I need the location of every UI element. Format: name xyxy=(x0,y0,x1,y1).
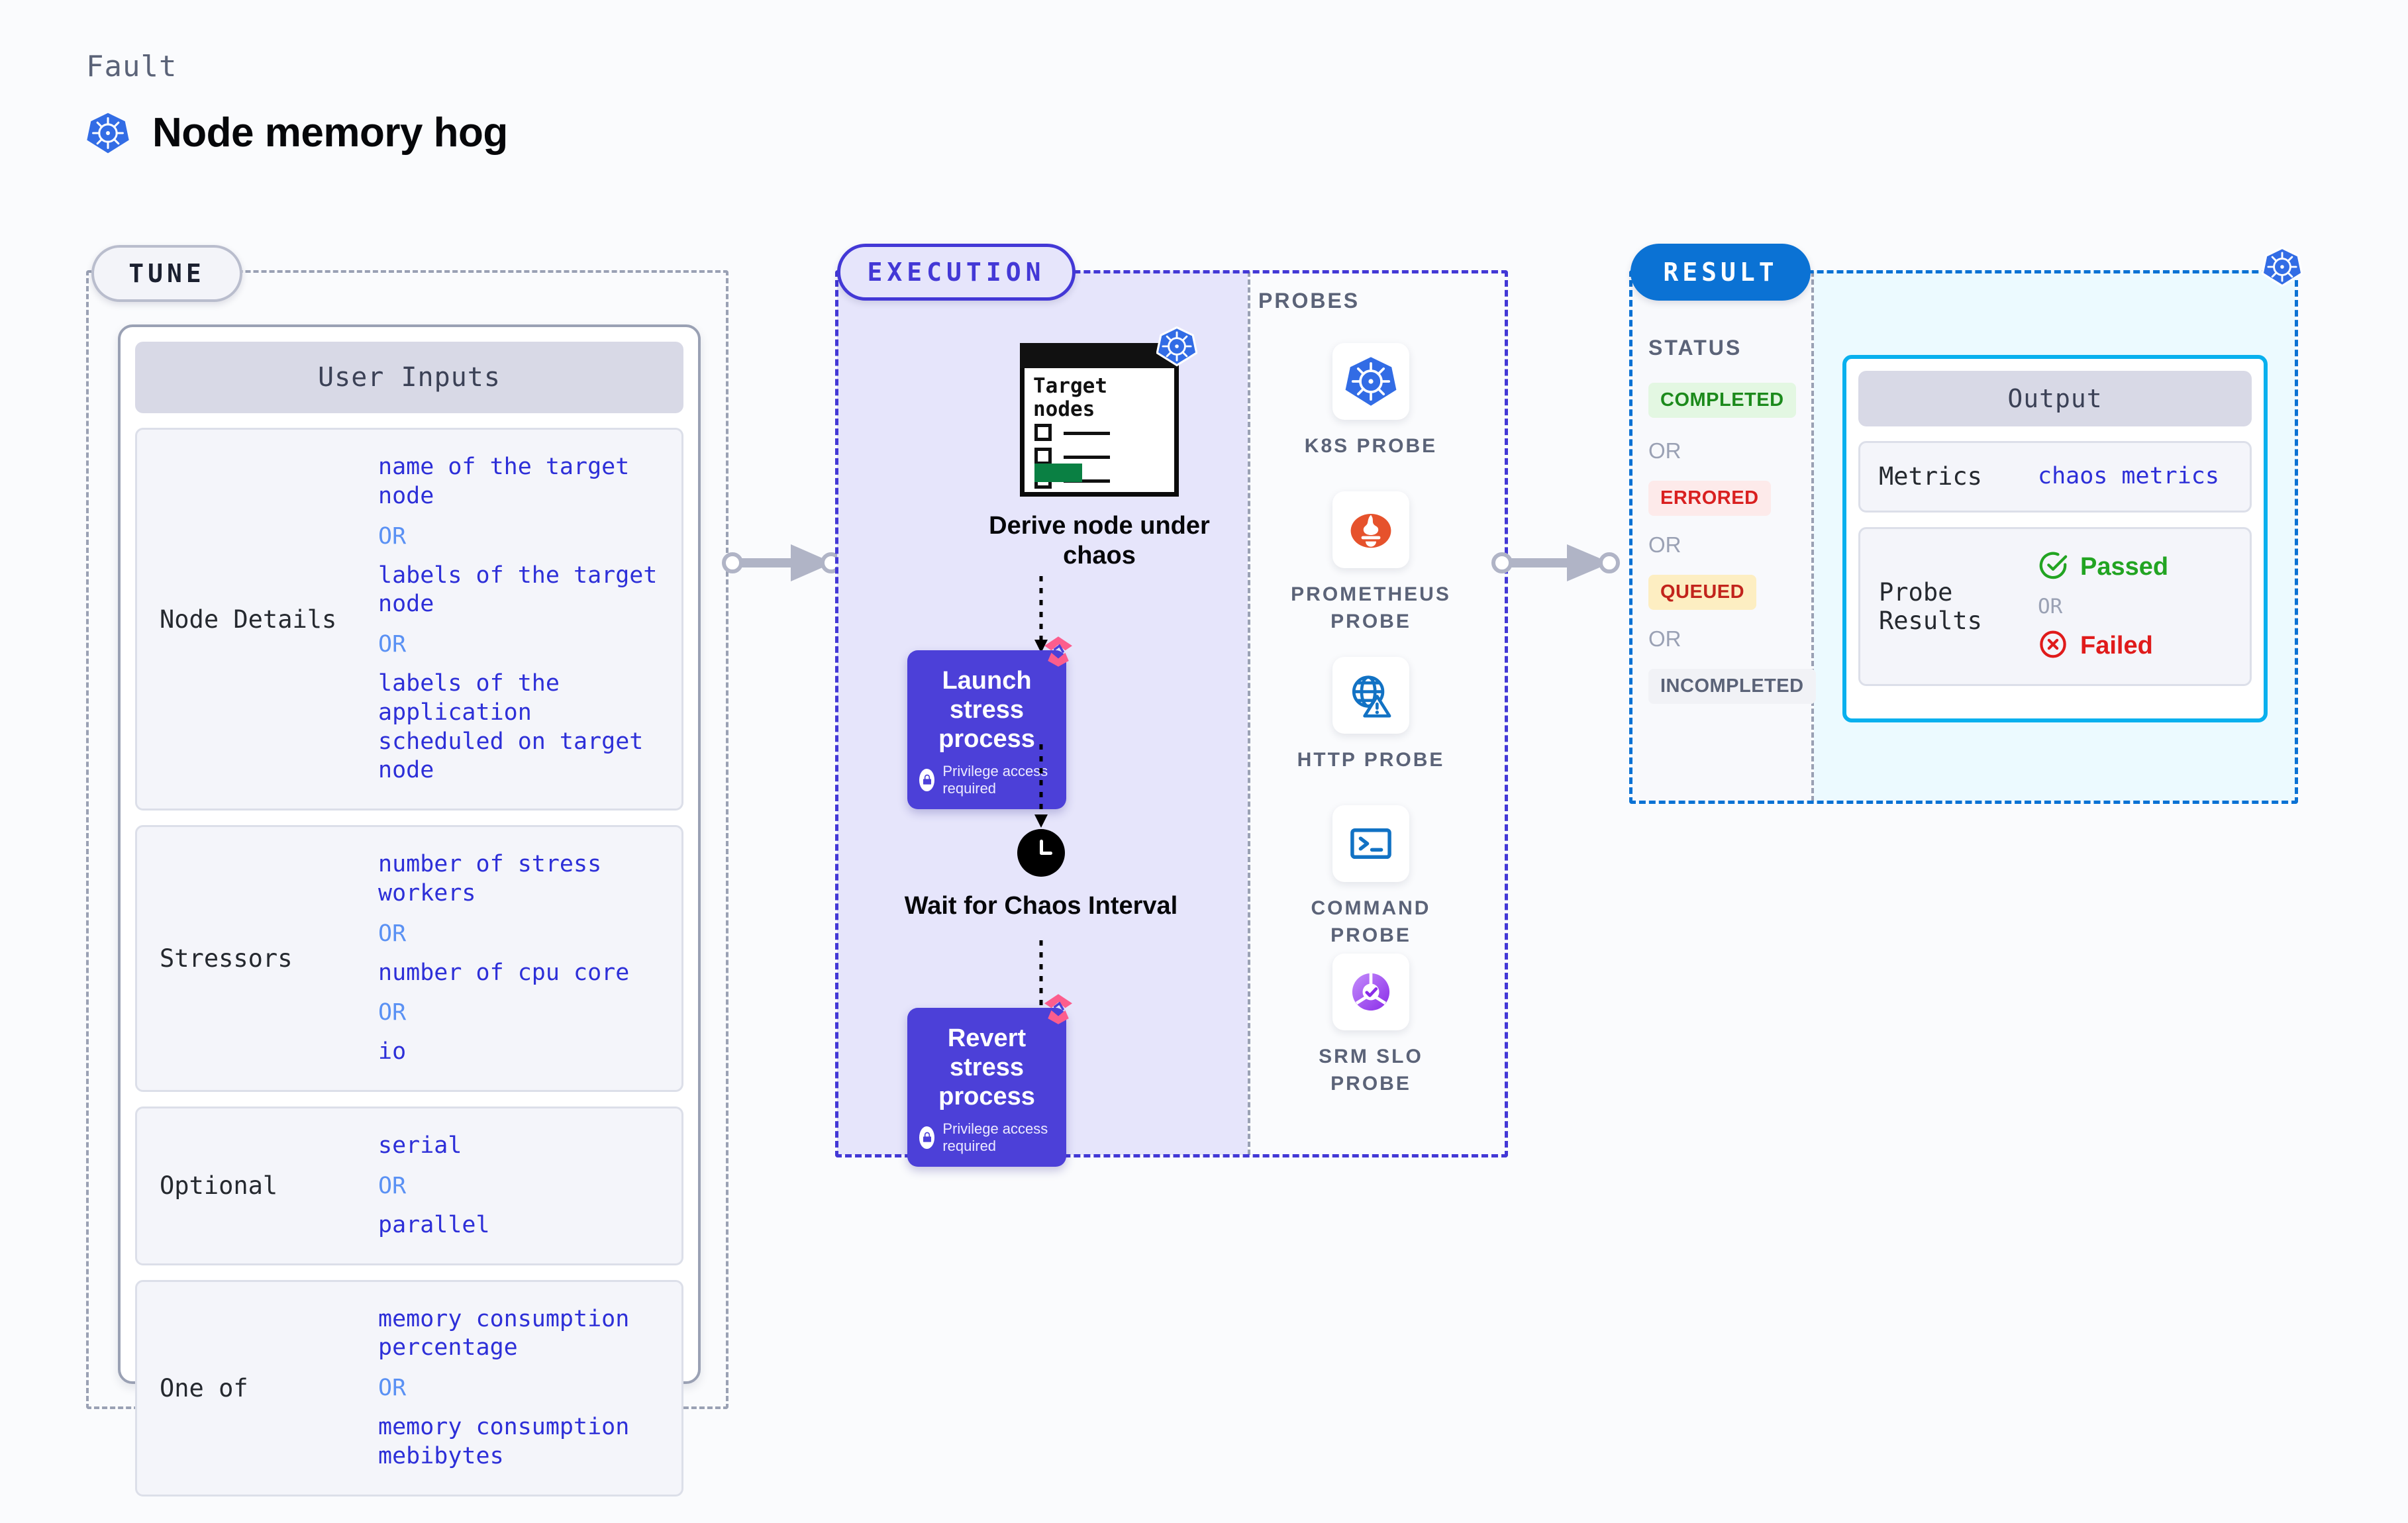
input-value: number of stress workers xyxy=(378,851,602,907)
fault-title: Node memory hog xyxy=(152,110,508,156)
document-title: Target nodes xyxy=(1033,374,1107,421)
output-row-metrics: Metrics chaos metrics xyxy=(1858,441,2252,513)
step-title: Revert stress process xyxy=(938,1024,1035,1111)
globe-warning-icon xyxy=(1332,657,1409,734)
output-row-key: Probe Results xyxy=(1879,577,1982,635)
status-badge-queued: QUEUED xyxy=(1648,575,1757,610)
step-subtitle: Privilege access required xyxy=(942,1120,1048,1155)
terminal-icon xyxy=(1332,805,1409,882)
execution-step-wait-interval[interactable]: Wait for Chaos Interval xyxy=(902,829,1180,921)
x-circle-icon xyxy=(2038,629,2068,663)
execution-step-revert-stress[interactable]: Revert stress process Privilege access r… xyxy=(907,994,1072,1167)
litmus-icon xyxy=(1040,633,1077,673)
probe-item-srm-slo[interactable]: SRM SLO PROBE xyxy=(1278,954,1464,1097)
result-status-background xyxy=(1631,271,1811,801)
user-inputs-title: User Inputs xyxy=(135,342,683,413)
input-row-stressors: Stressors number of stress workers OR nu… xyxy=(135,825,683,1092)
execution-phase-pill[interactable]: EXECUTION xyxy=(837,244,1076,301)
input-or: OR xyxy=(378,999,407,1026)
arrow-launch-to-wait xyxy=(1034,744,1048,828)
input-value: serial xyxy=(378,1132,462,1159)
input-value: labels of the target node xyxy=(378,562,658,618)
probe-item-command[interactable]: COMMAND PROBE xyxy=(1278,805,1464,949)
input-or: OR xyxy=(378,522,407,550)
status-badge-incompleted: INCOMPLETED xyxy=(1648,669,1816,704)
input-or: OR xyxy=(378,631,407,658)
input-row-key: Node Details xyxy=(160,605,337,634)
check-circle-icon xyxy=(2038,550,2068,584)
probes-section-label: PROBES xyxy=(1258,289,1360,313)
input-or: OR xyxy=(378,1172,407,1199)
result-phase-pill[interactable]: RESULT xyxy=(1630,244,1811,301)
connector-execution-to-result xyxy=(1491,544,1620,581)
litmus-icon xyxy=(1040,991,1077,1031)
step-title: Launch stress process xyxy=(938,667,1035,754)
tune-phase-pill[interactable]: TUNE xyxy=(91,245,242,302)
step-caption: Derive node under chaos xyxy=(989,512,1210,569)
kubernetes-icon xyxy=(1332,343,1409,420)
input-row-key: Stressors xyxy=(160,944,293,973)
lock-icon xyxy=(919,769,935,792)
prometheus-icon xyxy=(1332,491,1409,568)
input-row-node-details: Node Details name of the target node OR … xyxy=(135,428,683,811)
output-row-probe-results: Probe Results Passed OR Failed xyxy=(1858,526,2252,686)
document-checklist-icon: Target nodes xyxy=(1020,326,1198,497)
kubernetes-icon xyxy=(2261,246,2303,291)
fault-title-row: Node memory hog xyxy=(86,109,508,156)
probe-item-http[interactable]: HTTP PROBE xyxy=(1278,657,1464,774)
output-row-key: Metrics xyxy=(1879,462,1982,491)
status-or: OR xyxy=(1648,532,1681,557)
execution-step-derive-node[interactable]: Target nodes Derive node under chaos xyxy=(960,326,1238,571)
probe-item-k8s[interactable]: K8S PROBE xyxy=(1278,343,1464,460)
output-title: Output xyxy=(1858,371,2252,426)
status-badge-errored: ERRORED xyxy=(1648,481,1771,516)
fault-eyebrow-label: Fault xyxy=(86,50,177,83)
input-value: name of the target node xyxy=(378,454,630,509)
connector-tune-to-execution xyxy=(722,544,842,581)
input-row-optional: Optional serial OR parallel xyxy=(135,1106,683,1265)
status-badge-completed: COMPLETED xyxy=(1648,383,1796,418)
probe-label: K8S PROBE xyxy=(1304,435,1438,457)
execution-phase-boundary xyxy=(835,270,1508,1157)
probe-item-prometheus[interactable]: PROMETHEUS PROBE xyxy=(1278,491,1464,635)
step-caption: Wait for Chaos Interval xyxy=(904,892,1178,920)
probes-divider xyxy=(1248,271,1250,1155)
kubernetes-icon xyxy=(1156,326,1198,370)
kubernetes-icon xyxy=(86,111,130,155)
arrow-derive-to-launch xyxy=(1034,576,1048,653)
input-value: labels of the application scheduled on t… xyxy=(378,670,644,784)
probe-label: HTTP PROBE xyxy=(1297,749,1445,771)
input-value: memory consumption mebibytes xyxy=(378,1414,630,1469)
input-row-one-of: One of memory consumption percentage OR … xyxy=(135,1279,683,1497)
status-section-label: STATUS xyxy=(1648,336,1742,360)
step-subtitle: Privilege access required xyxy=(942,763,1048,797)
input-value: memory consumption percentage xyxy=(378,1305,630,1361)
probe-result-passed: Passed xyxy=(2080,552,2169,581)
lock-icon xyxy=(919,1126,935,1150)
probe-label: COMMAND PROBE xyxy=(1311,897,1431,946)
output-card: Output Metrics chaos metrics Probe Resul… xyxy=(1842,355,2268,722)
input-or: OR xyxy=(378,920,407,947)
input-value: number of cpu core xyxy=(378,959,630,986)
input-row-key: One of xyxy=(160,1373,248,1402)
result-phase-boundary xyxy=(1629,270,2298,804)
srm-slo-icon xyxy=(1332,954,1409,1030)
input-row-key: Optional xyxy=(160,1171,278,1201)
clock-icon xyxy=(1017,829,1065,877)
probe-label: PROMETHEUS PROBE xyxy=(1291,583,1451,632)
result-column-divider xyxy=(1811,271,1814,801)
input-value: parallel xyxy=(378,1211,490,1238)
input-or: OR xyxy=(378,1375,407,1401)
input-value: io xyxy=(378,1038,407,1065)
probe-result-failed: Failed xyxy=(2080,631,2153,660)
output-row-value: chaos metrics xyxy=(2038,463,2219,489)
status-or: OR xyxy=(1648,438,1681,463)
probe-label: SRM SLO PROBE xyxy=(1319,1046,1423,1095)
probe-result-or: OR xyxy=(2038,594,2063,618)
status-or: OR xyxy=(1648,626,1681,651)
user-inputs-card: User Inputs Node Details name of the tar… xyxy=(118,324,701,1497)
